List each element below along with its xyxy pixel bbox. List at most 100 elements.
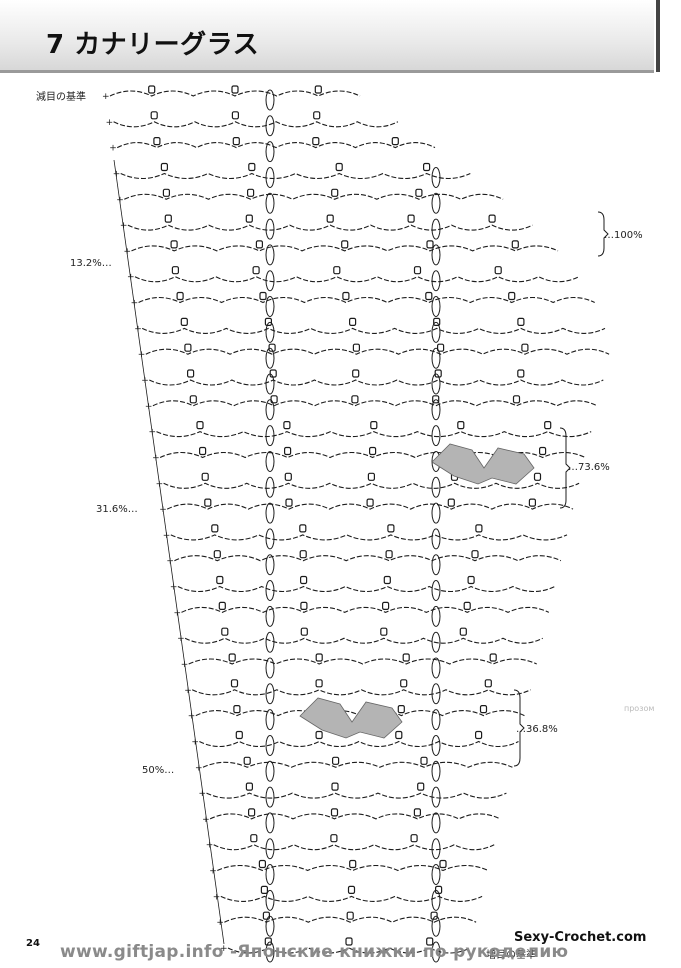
highlighted-motif [299,697,403,739]
edge-marker: + [106,118,114,128]
shell-stitch [512,395,521,404]
shell-stitch [162,188,170,197]
chain-arch [181,606,550,614]
spine-stitch [265,554,275,576]
spine-stitch [265,373,275,395]
shell-stitch [330,808,339,817]
shell-stitch [382,601,390,611]
chain-arch [191,689,531,696]
watermark: www.giftjap.info -Японские книжки по рук… [60,942,569,962]
shell-stitch [511,240,519,249]
chain-arch [184,637,543,644]
highlighted-motif [431,443,535,485]
shell-stitch [180,317,188,326]
edge-marker: + [220,944,228,954]
shell-stitch [204,498,212,507]
spine-stitch [431,167,441,188]
chain-arch [213,844,495,851]
shell-stitch [331,188,339,197]
spine-stitch [431,941,441,963]
shell-stitch [218,601,226,611]
shell-stitch [248,162,256,172]
shell-stitch [467,575,475,585]
spine-stitch [431,735,441,756]
shell-stitch [439,859,447,869]
shell-stitch [333,266,341,275]
shell-stitch [268,343,276,352]
shell-stitch [260,885,268,895]
chain-arch [177,585,556,593]
bracket [559,427,571,509]
shell-stitch [517,369,525,378]
shell-stitch [160,162,168,172]
edge-marker: + [199,789,207,799]
shell-stitch [300,627,308,636]
chain-arch [109,90,361,97]
spine-stitch [265,735,275,756]
shell-stitch [245,782,253,791]
shell-stitch [387,524,395,533]
spine-stitch [431,296,441,317]
spine-stitch [431,915,441,937]
spine-stitch [265,941,275,963]
left-percent-label: 50%… [142,765,175,776]
shell-stitch [488,214,496,223]
shell-stitch [221,627,229,636]
increase-reference-label: 増目の基準 [486,950,536,961]
header-rule [0,70,654,73]
edge-marker: + [188,712,196,722]
spine-stitch [431,605,441,627]
shell-stitch [148,85,156,94]
shell-stitch [366,498,374,507]
percentage-brackets [513,211,609,767]
shell-stitch [370,421,378,430]
shell-stitch [425,291,433,301]
spine-stitch [265,760,275,782]
spine-stitch [265,709,275,731]
shell-stitch [216,575,224,585]
spine-stitch [265,683,275,705]
spine-stitch [265,296,275,317]
chain-arch [217,864,489,872]
shell-stitch [341,240,349,249]
shell-stitch [423,162,431,172]
spine-stitch [265,812,275,834]
shell-stitch [270,395,278,404]
spine-stitch [265,451,275,472]
spine-stitch [431,347,441,369]
shell-stitch [196,421,204,430]
spine-stitch [431,786,441,808]
left-percent-label: 31.6%… [96,504,138,515]
decrease-reference-label: 減目の基準 [36,92,86,103]
shell-stitch [153,137,161,146]
shell-stitch [285,498,293,507]
shell-stitch [245,214,253,223]
chain-arch [220,895,483,902]
spine-stitch [265,167,275,188]
header-band [0,0,654,72]
shell-stitch [420,756,428,765]
shell-stitch [352,343,360,352]
site-credit: Sexy-Crochet.com [514,930,647,945]
shell-stitch [471,550,479,559]
chain-arch [209,813,501,820]
edge-line [113,159,225,945]
shell-stitch [342,291,350,301]
shell-stitch [538,446,547,456]
spine-stitch [431,321,441,343]
shell-stitch [171,266,179,275]
shell-stitch [300,601,308,611]
shell-stitch [300,575,308,585]
shell-stitch [284,472,292,481]
shell-stitch [402,653,410,662]
shell-stitch [326,214,334,223]
spine-stitch [431,683,441,705]
edge-marker: + [113,170,121,180]
shell-stitch [230,679,239,688]
spine-stitch [265,889,275,911]
shell-stitch [269,369,277,378]
shell-stitch [413,808,421,817]
shell-stitch [407,214,415,223]
spine-stitch [431,709,441,731]
chain-arch [206,792,507,799]
